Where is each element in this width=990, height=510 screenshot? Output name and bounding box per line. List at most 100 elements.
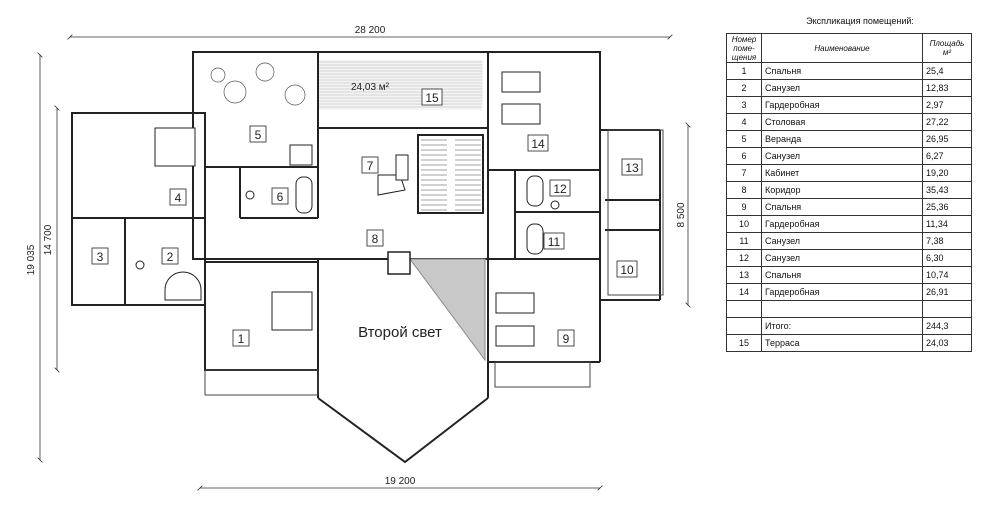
dim-left-outer: 19 035 bbox=[26, 244, 37, 275]
room-14-label: 14 bbox=[531, 137, 545, 151]
room-2-label: 2 bbox=[167, 250, 174, 264]
legend-area: 6,30 bbox=[922, 249, 972, 267]
room-9-label: 9 bbox=[563, 332, 570, 346]
legend-area: 35,43 bbox=[922, 181, 972, 199]
legend-num: 8 bbox=[726, 181, 762, 199]
walls bbox=[71, 51, 661, 464]
legend-name: Терраса bbox=[761, 334, 923, 352]
fireplace bbox=[387, 251, 411, 275]
legend-total-value: 244,3 bbox=[922, 317, 972, 335]
legend-name: Коридор bbox=[761, 181, 923, 199]
legend-num: 5 bbox=[726, 130, 762, 148]
furniture bbox=[135, 71, 560, 347]
room-6-label: 6 bbox=[277, 190, 284, 204]
room-11-label: 11 bbox=[548, 235, 561, 249]
legend-num: 12 bbox=[726, 249, 762, 267]
room-12-label: 12 bbox=[553, 182, 567, 196]
room-13-label: 13 bbox=[625, 161, 639, 175]
room-8-label: 8 bbox=[372, 232, 379, 246]
legend-num: 14 bbox=[726, 283, 762, 301]
balconies bbox=[204, 129, 664, 396]
room-legend-table: Номер поме- щения Наименование Площадь м… bbox=[726, 33, 972, 352]
legend-area: 26,91 bbox=[922, 283, 972, 301]
legend-area: 6,27 bbox=[922, 147, 972, 165]
legend-num: 13 bbox=[726, 266, 762, 284]
legend-num: 9 bbox=[726, 198, 762, 216]
legend-total-row: Итого:244,3 bbox=[726, 317, 972, 335]
legend-area: 26,95 bbox=[922, 130, 972, 148]
dimension-lines bbox=[37, 34, 691, 491]
room-7-label: 7 bbox=[367, 159, 374, 173]
second-light-wedge bbox=[409, 258, 486, 362]
room-1-label: 1 bbox=[238, 332, 245, 346]
legend-name: Гардеробная bbox=[761, 215, 923, 233]
legend-num: 11 bbox=[726, 232, 762, 250]
legend-area: 25,36 bbox=[922, 198, 972, 216]
legend-num: 1 bbox=[726, 62, 762, 80]
legend-area: 19,20 bbox=[922, 164, 972, 182]
legend-name: Санузел bbox=[761, 79, 923, 97]
legend-num: 10 bbox=[726, 215, 762, 233]
legend-name: Веранда bbox=[761, 130, 923, 148]
legend-title: Экспликация помещений: bbox=[806, 16, 914, 26]
legend-col-num: Номер поме- щения bbox=[726, 33, 762, 63]
legend-area: 10,74 bbox=[922, 266, 972, 284]
legend-name: Санузел bbox=[761, 249, 923, 267]
legend-area: 12,83 bbox=[922, 79, 972, 97]
legend-name: Спальня bbox=[761, 198, 923, 216]
legend-area: 2,97 bbox=[922, 96, 972, 114]
legend-num: 6 bbox=[726, 147, 762, 165]
legend-blank-row bbox=[726, 300, 972, 318]
legend-num: 15 bbox=[726, 334, 762, 352]
room-4-label: 4 bbox=[175, 191, 182, 205]
floor-plan: 28 200 19 200 19 035 14 700 8 500 bbox=[26, 25, 691, 491]
legend-col-area: Площадь м² bbox=[922, 33, 972, 63]
legend-total-label: Итого: bbox=[761, 317, 923, 335]
legend-name: Гардеробная bbox=[761, 96, 923, 114]
terrace-area-label: 24,03 м² bbox=[351, 82, 390, 93]
legend-num: 4 bbox=[726, 113, 762, 131]
dim-top: 28 200 bbox=[355, 25, 386, 36]
legend-name: Спальня bbox=[761, 62, 923, 80]
plants bbox=[210, 62, 306, 106]
second-light-label: Второй свет bbox=[358, 324, 442, 341]
legend-num: 2 bbox=[726, 79, 762, 97]
legend-num: 7 bbox=[726, 164, 762, 182]
room-labels: 1 2 3 4 5 6 7 8 9 10 11 12 13 14 15 bbox=[91, 88, 643, 347]
legend-name: Столовая bbox=[761, 113, 923, 131]
legend-name: Санузел bbox=[761, 147, 923, 165]
legend-name: Гардеробная bbox=[761, 283, 923, 301]
room-10-label: 10 bbox=[620, 263, 634, 277]
legend-area: 27,22 bbox=[922, 113, 972, 131]
legend-header-row: Номер поме- щения Наименование Площадь м… bbox=[726, 33, 972, 63]
terrace-hatch bbox=[318, 60, 483, 110]
legend-area: 25,4 bbox=[922, 62, 972, 80]
legend-area: 24,03 bbox=[922, 334, 972, 352]
room-15-label: 15 bbox=[425, 91, 439, 105]
dim-bottom: 19 200 bbox=[385, 476, 416, 487]
legend-name: Санузел bbox=[761, 232, 923, 250]
staircase bbox=[421, 139, 481, 211]
legend-name: Спальня bbox=[761, 266, 923, 284]
room-5-label: 5 bbox=[255, 128, 262, 142]
dim-left-inner: 14 700 bbox=[43, 224, 54, 255]
legend-num: 3 bbox=[726, 96, 762, 114]
room-3-label: 3 bbox=[97, 250, 104, 264]
dim-right: 8 500 bbox=[676, 202, 687, 227]
legend-name: Кабинет bbox=[761, 164, 923, 182]
